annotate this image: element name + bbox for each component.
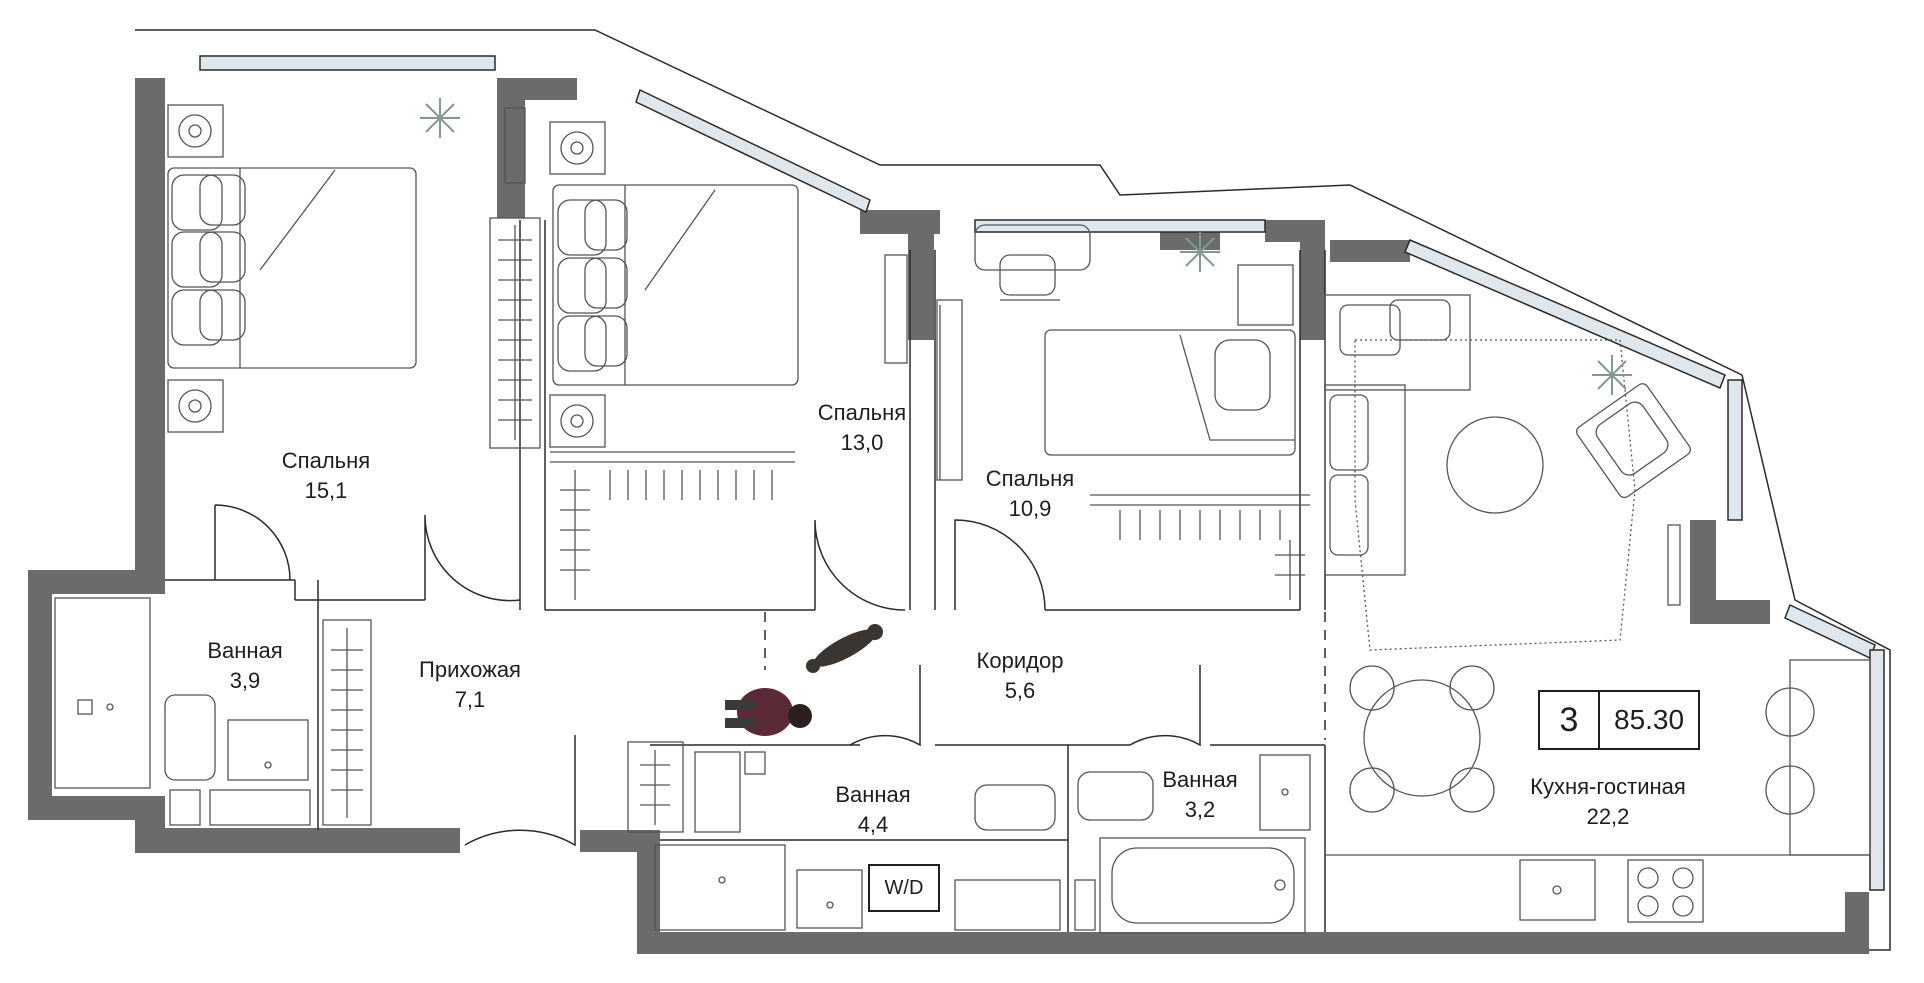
room-area: 3,2 — [1184, 797, 1216, 822]
room-area: 3,9 — [229, 668, 261, 693]
room-name: Ванная — [1162, 767, 1238, 792]
shower-icon — [54, 597, 151, 789]
room-name: Кухня-гостиная — [1530, 774, 1686, 799]
room-label-kitchen: Кухня-гостиная 22,2 — [1530, 772, 1686, 832]
outer-shell-line — [135, 29, 1891, 951]
toilet-icon — [1077, 771, 1154, 821]
total-area: 85.30 — [1614, 704, 1685, 735]
plant-icon — [420, 98, 460, 138]
room-area: 7,1 — [454, 687, 486, 712]
room-label-bath2: Ванная 4,4 — [835, 780, 910, 840]
room-name: Спальня — [281, 448, 371, 473]
room-area: 4,4 — [857, 812, 889, 837]
person-icon — [725, 688, 812, 736]
kitchen-counter — [1325, 659, 1871, 921]
washer-dryer-label: W/D — [868, 864, 940, 912]
desk-icon — [974, 224, 1091, 301]
room-label-bedroom3: Спальня 10,9 — [986, 464, 1074, 524]
room-label-hall: Прихожая 7,1 — [419, 655, 521, 715]
room-area: 15,1 — [304, 478, 348, 503]
dog-icon — [806, 624, 883, 673]
rug — [1354, 339, 1636, 651]
room-label-corridor: Коридор 5,6 — [977, 646, 1064, 706]
room-name: Прихожая — [419, 657, 521, 682]
room-count: 3 — [1540, 692, 1600, 748]
wardrobe-icon — [504, 107, 908, 600]
bed-icon — [167, 167, 417, 369]
tv-icon — [1667, 524, 1681, 606]
door-swings — [214, 504, 1326, 847]
bed-icon — [552, 184, 799, 386]
room-name: Коридор — [976, 648, 1064, 673]
armchair-icon — [1575, 383, 1691, 499]
wardrobe-icon — [322, 619, 766, 833]
bathtub-icon — [1099, 837, 1306, 934]
room-name: Спальня — [817, 400, 907, 425]
room-name: Ванная — [835, 782, 911, 807]
room-label-bedroom2: Спальня 13,0 — [818, 398, 906, 458]
coffee-table — [1446, 416, 1544, 514]
room-area: 22,2 — [1586, 804, 1630, 829]
sink-icon — [169, 719, 311, 826]
room-name: Спальня — [985, 466, 1075, 491]
wardrobe-icon — [936, 299, 1310, 600]
sink-icon — [654, 844, 1061, 931]
air-conditioner-icon — [167, 104, 224, 433]
wardrobe-icon — [489, 217, 541, 449]
room-name: Ванная — [207, 638, 283, 663]
stove-icon — [1627, 859, 1704, 923]
room-area: 13,0 — [840, 430, 884, 455]
room-label-bath3: Ванная 3,2 — [1162, 765, 1237, 825]
apartment-badge: 3 85.30 — [1538, 690, 1701, 750]
sofa-icon — [1324, 294, 1471, 576]
toilet-icon — [974, 784, 1056, 831]
windows — [199, 55, 1885, 891]
toilet-icon — [164, 694, 216, 781]
bed-icon — [1044, 264, 1296, 456]
sink-icon — [1074, 754, 1311, 931]
room-label-bedroom1: Спальня 15,1 — [282, 446, 370, 506]
room-area: 5,6 — [1004, 678, 1036, 703]
air-conditioner-icon — [549, 121, 606, 448]
walls — [28, 78, 1869, 954]
room-label-bath1: Ванная 3,9 — [207, 636, 282, 696]
plant-icon — [1180, 232, 1220, 272]
room-area: 10,9 — [1008, 496, 1052, 521]
dining-table-icon — [1349, 665, 1495, 813]
plant-icon — [1592, 355, 1632, 395]
